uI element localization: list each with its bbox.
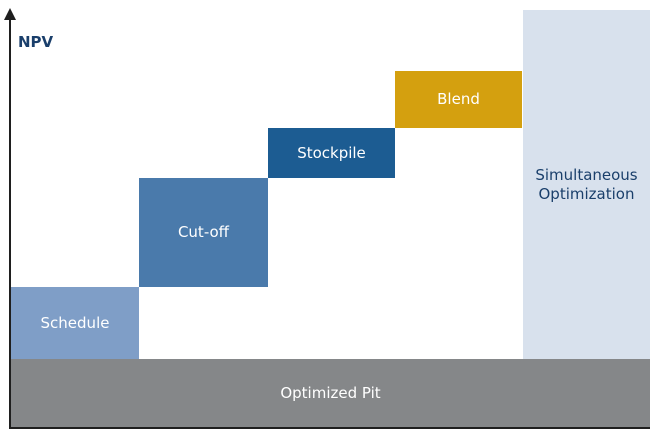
stockpile-block: Stockpile [268,128,395,178]
simultaneous-optimization-block: Simultaneous Optimization [523,10,650,359]
cutoff-label: Cut-off [177,223,230,241]
stockpile-label: Stockpile [297,143,366,162]
simultaneous-optimization-label: Simultaneous Optimization [535,166,637,204]
blend-label: Blend [437,90,480,108]
simultaneous-label-line-1: Simultaneous [535,165,638,184]
optimized-pit-label: Optimized Pit [280,383,381,402]
schedule-label: Schedule [40,313,110,332]
schedule-block: Schedule [11,287,139,359]
cutoff-block: Cut-off [139,178,268,287]
blend-block: Blend [395,71,522,128]
simultaneous-label-line-2: Optimization [538,184,635,203]
y-axis-label: NPV [18,33,54,51]
optimized-pit-block: Optimized Pit [11,359,650,427]
x-axis-line [9,427,650,429]
y-axis-line [9,17,11,429]
y-axis-arrow-icon [4,8,16,20]
